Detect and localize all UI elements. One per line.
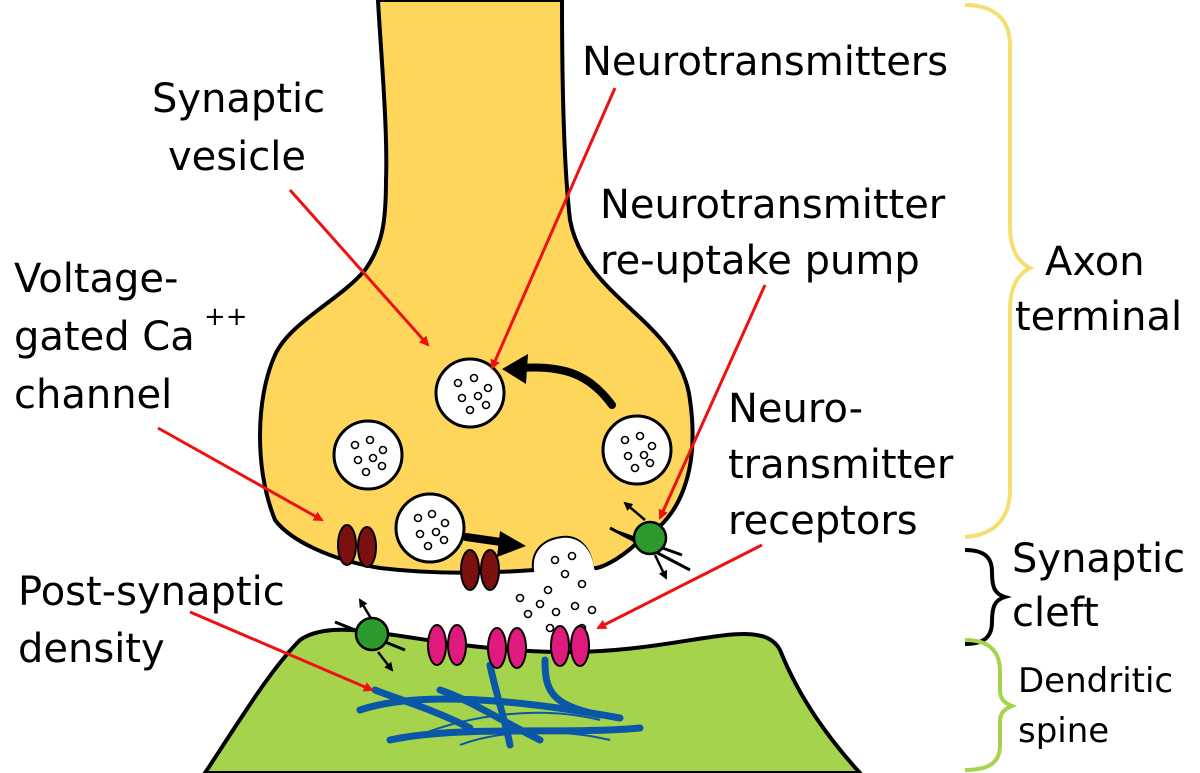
svg-text:Neuro-: Neuro-: [728, 386, 863, 432]
svg-text:density: density: [18, 626, 165, 672]
svg-text:++: ++: [204, 302, 248, 332]
svg-text:Synaptic: Synaptic: [1012, 536, 1185, 582]
label-axon-terminal: Axon terminal: [1015, 239, 1182, 340]
neurotransmitter-molecules: [350, 373, 657, 633]
pointer-receptors: [596, 543, 763, 630]
pointer-arrows: [157, 87, 767, 692]
label-synaptic-vesicle: Synaptic vesicle: [152, 76, 325, 180]
label-reuptake-pump: Neurotransmitter re-uptake pump: [600, 182, 946, 284]
pointer-post-synaptic-density: [189, 610, 374, 692]
svg-text:Dendritic: Dendritic: [1018, 661, 1173, 701]
pointer-neurotransmitters: [490, 87, 617, 370]
svg-text:Axon: Axon: [1045, 239, 1145, 285]
svg-text:receptors: receptors: [728, 498, 918, 544]
svg-text:transmitter: transmitter: [728, 442, 954, 488]
reuptake-pump-presynaptic: [609, 501, 691, 580]
brace-axon-terminal: [964, 3, 1035, 539]
reuptake-pump-postsynaptic: [334, 598, 406, 672]
vesicle-fusion-arrow: [462, 531, 526, 557]
label-receptors: Neuro- transmitter receptors: [728, 386, 954, 544]
pointer-synaptic-vesicle: [288, 189, 430, 347]
svg-text:Neurotransmitter: Neurotransmitter: [600, 182, 946, 228]
label-ca-channel: Voltage- gated Ca ++ channel: [14, 256, 248, 418]
fusing-vesicle: [533, 537, 596, 594]
pointer-ca-channel: [157, 426, 324, 522]
svg-text:gated Ca: gated Ca: [14, 314, 195, 360]
post-synaptic-density-thin-fibers: [419, 711, 611, 746]
svg-text:re-uptake pump: re-uptake pump: [600, 238, 920, 284]
neurotransmitter-receptors: [427, 624, 590, 669]
pointer-reuptake-pump: [658, 284, 767, 520]
svg-text:Synaptic: Synaptic: [152, 76, 325, 122]
svg-text:terminal: terminal: [1015, 294, 1182, 340]
label-post-synaptic-density: Post-synaptic density: [18, 569, 285, 672]
svg-text:channel: channel: [14, 372, 172, 418]
vesicle-recycling-arrow: [502, 354, 616, 409]
ca-channels: [337, 524, 500, 591]
brace-dendritic-spine: [964, 638, 1018, 772]
label-synaptic-cleft: Synaptic cleft: [1012, 536, 1185, 636]
brace-synaptic-cleft: [964, 548, 1012, 646]
svg-text:vesicle: vesicle: [168, 134, 306, 180]
synaptic-vesicles: [332, 357, 673, 564]
label-neurotransmitters: Neurotransmitters: [582, 39, 948, 85]
svg-text:spine: spine: [1018, 711, 1109, 751]
svg-text:Post-synaptic: Post-synaptic: [18, 569, 285, 615]
label-dendritic-spine: Dendritic spine: [1018, 661, 1173, 751]
svg-text:Voltage-: Voltage-: [14, 256, 178, 302]
svg-text:cleft: cleft: [1012, 590, 1099, 636]
